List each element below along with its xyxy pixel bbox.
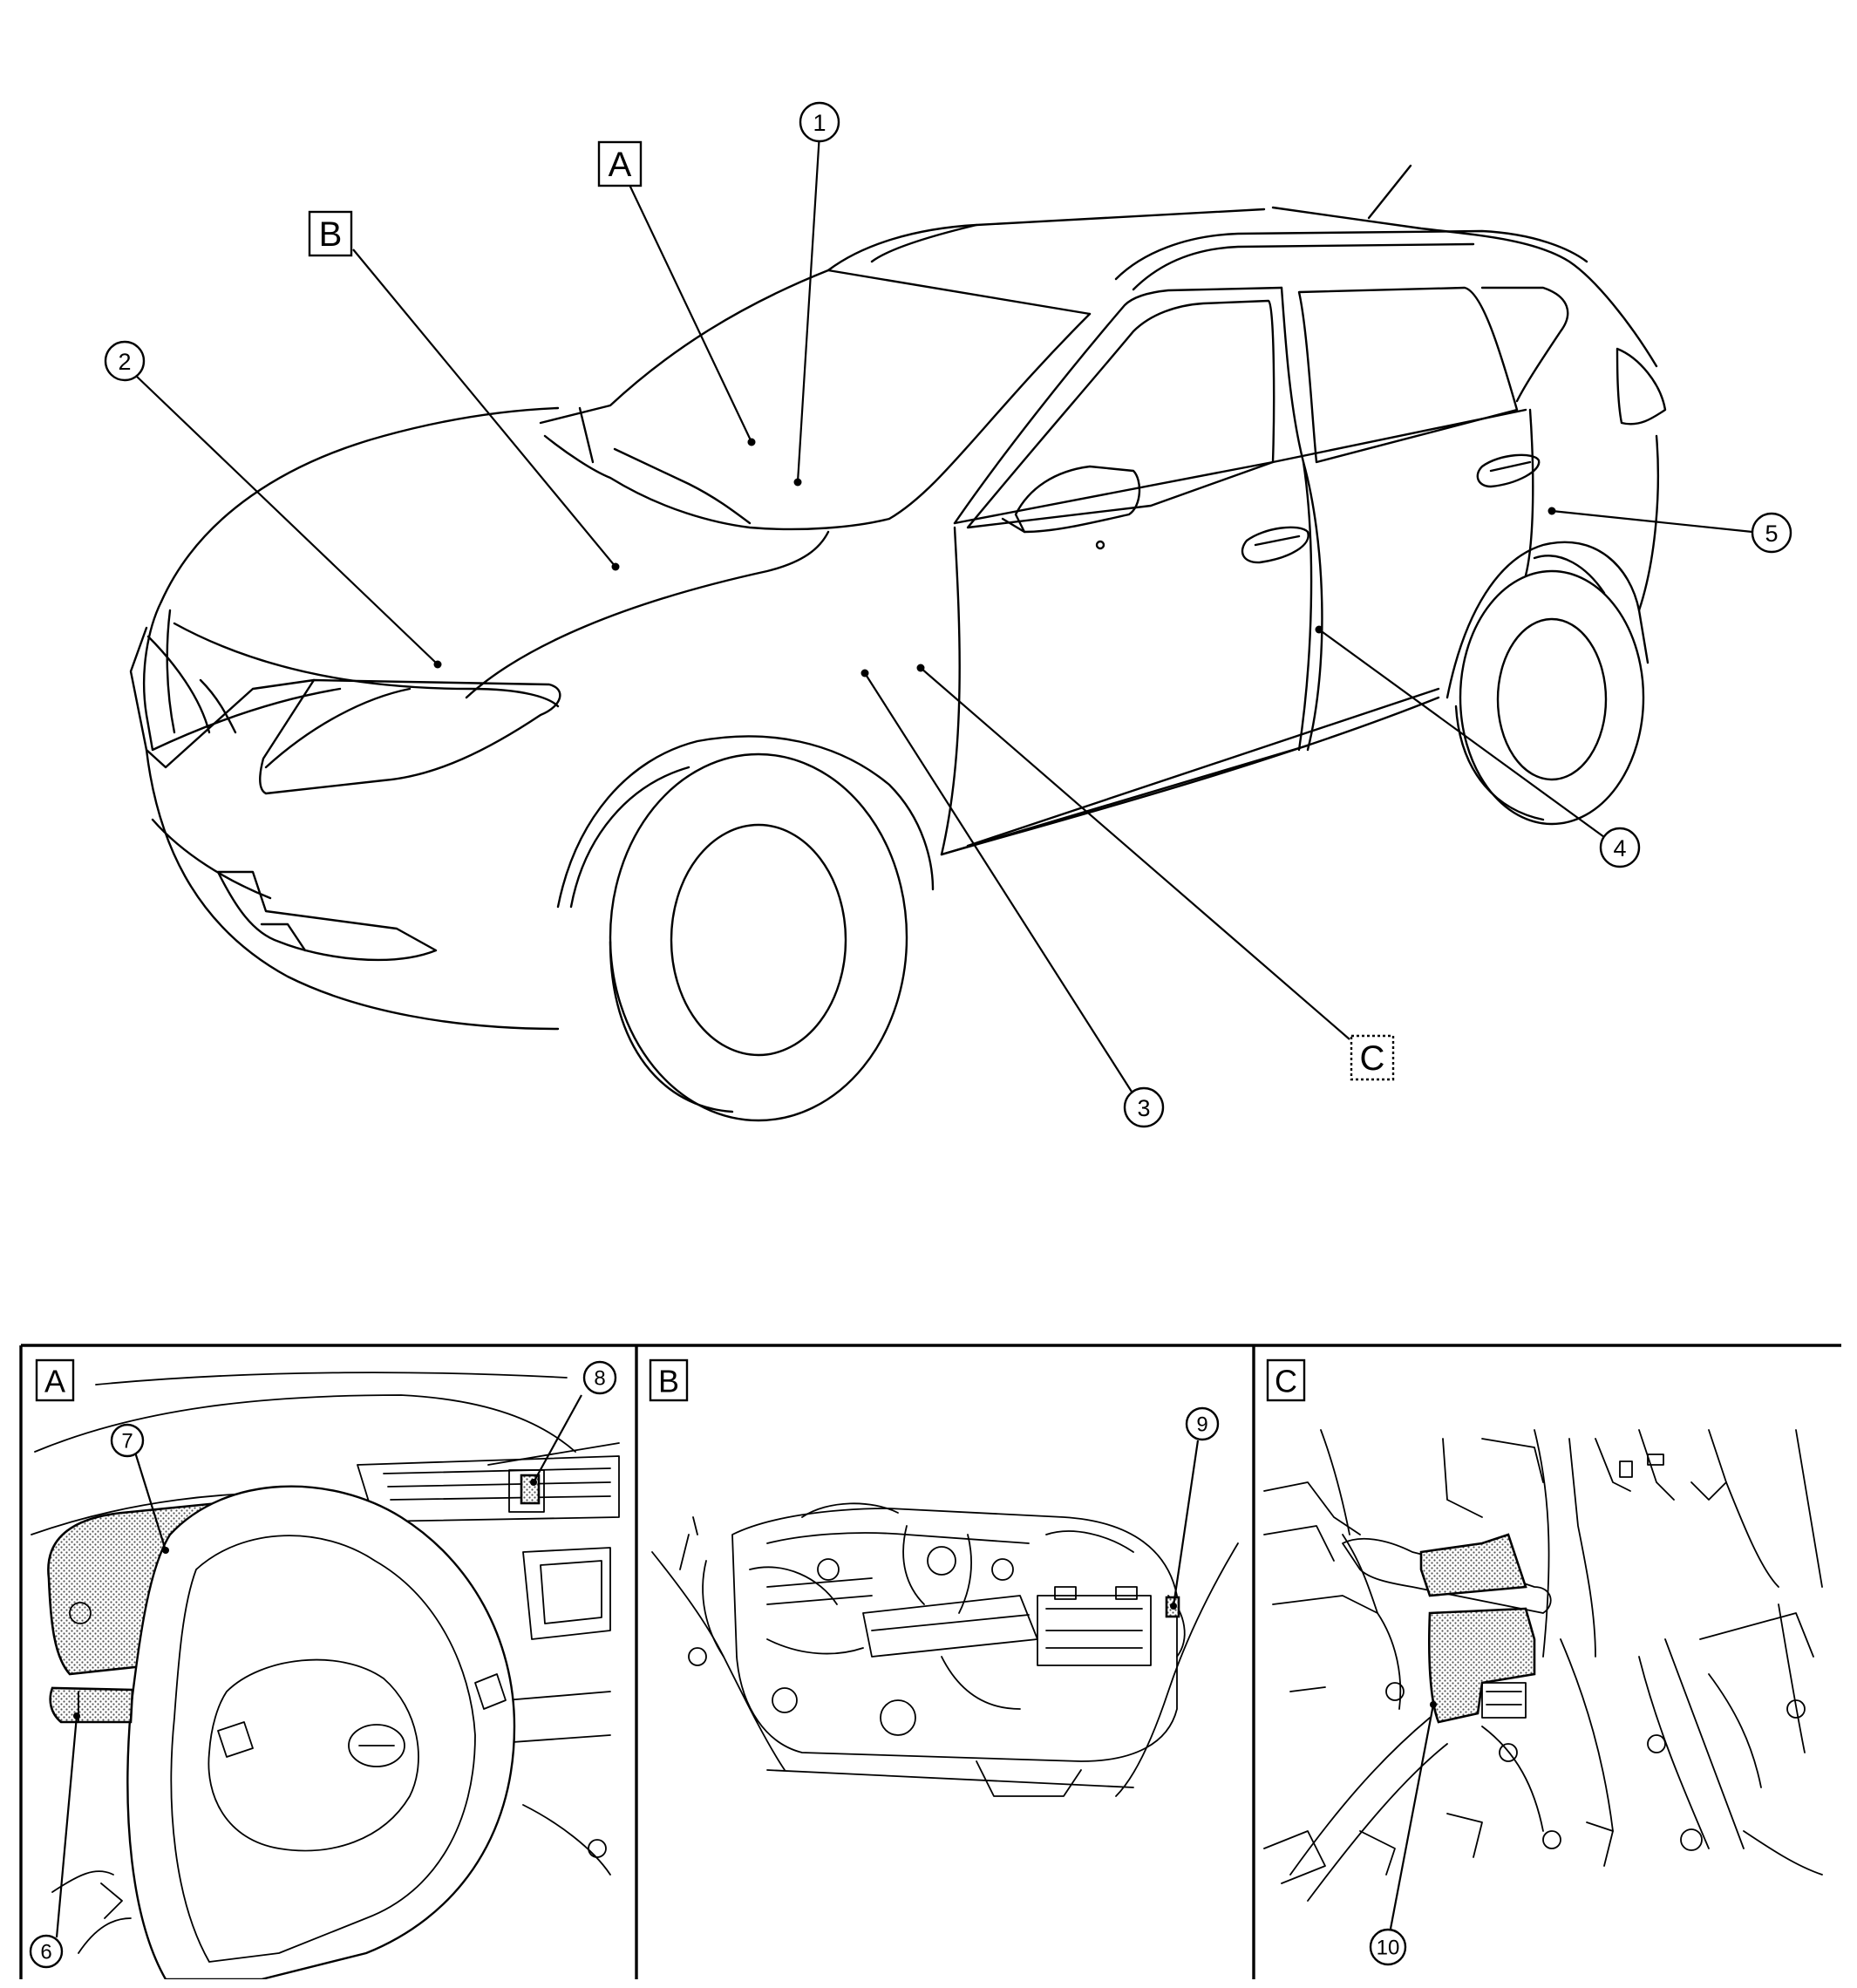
callout-8: 8	[582, 1360, 617, 1395]
svg-text:A: A	[44, 1364, 65, 1399]
callout-2: 2	[104, 340, 146, 382]
panel-c: C	[1263, 1358, 1823, 1966]
vehicle-illustration	[129, 164, 1667, 1122]
view-label-a: A	[597, 140, 643, 187]
svg-text:C: C	[1360, 1039, 1385, 1078]
svg-text:C: C	[1275, 1364, 1297, 1399]
svg-text:2: 2	[118, 349, 131, 375]
callout-4: 4	[1599, 827, 1641, 868]
svg-text:3: 3	[1137, 1095, 1150, 1121]
svg-text:1: 1	[813, 110, 826, 136]
detail-panels-frame	[19, 1344, 1841, 1979]
callout-6: 6	[29, 1934, 64, 1969]
main-leader-lines	[134, 133, 1753, 1093]
svg-text:B: B	[319, 215, 343, 254]
svg-text:5: 5	[1765, 521, 1778, 547]
svg-text:9: 9	[1196, 1413, 1207, 1437]
svg-text:8: 8	[594, 1367, 605, 1391]
callout-9: 9	[1185, 1406, 1220, 1441]
panel-b: B	[649, 1358, 1239, 1797]
callout-7: 7	[110, 1423, 145, 1458]
svg-text:6: 6	[40, 1941, 51, 1964]
callout-5: 5	[1751, 512, 1792, 554]
svg-text:B: B	[658, 1364, 679, 1399]
view-label-b: B	[308, 210, 353, 257]
callout-3: 3	[1123, 1086, 1165, 1128]
svg-text:A: A	[609, 146, 632, 184]
view-label-c: C	[1350, 1034, 1395, 1081]
callout-1: 1	[799, 101, 840, 143]
svg-text:10: 10	[1377, 1937, 1400, 1960]
callout-10: 10	[1369, 1928, 1407, 1966]
svg-text:4: 4	[1613, 835, 1626, 861]
svg-text:7: 7	[121, 1430, 133, 1454]
panel-a: A	[29, 1358, 620, 1979]
